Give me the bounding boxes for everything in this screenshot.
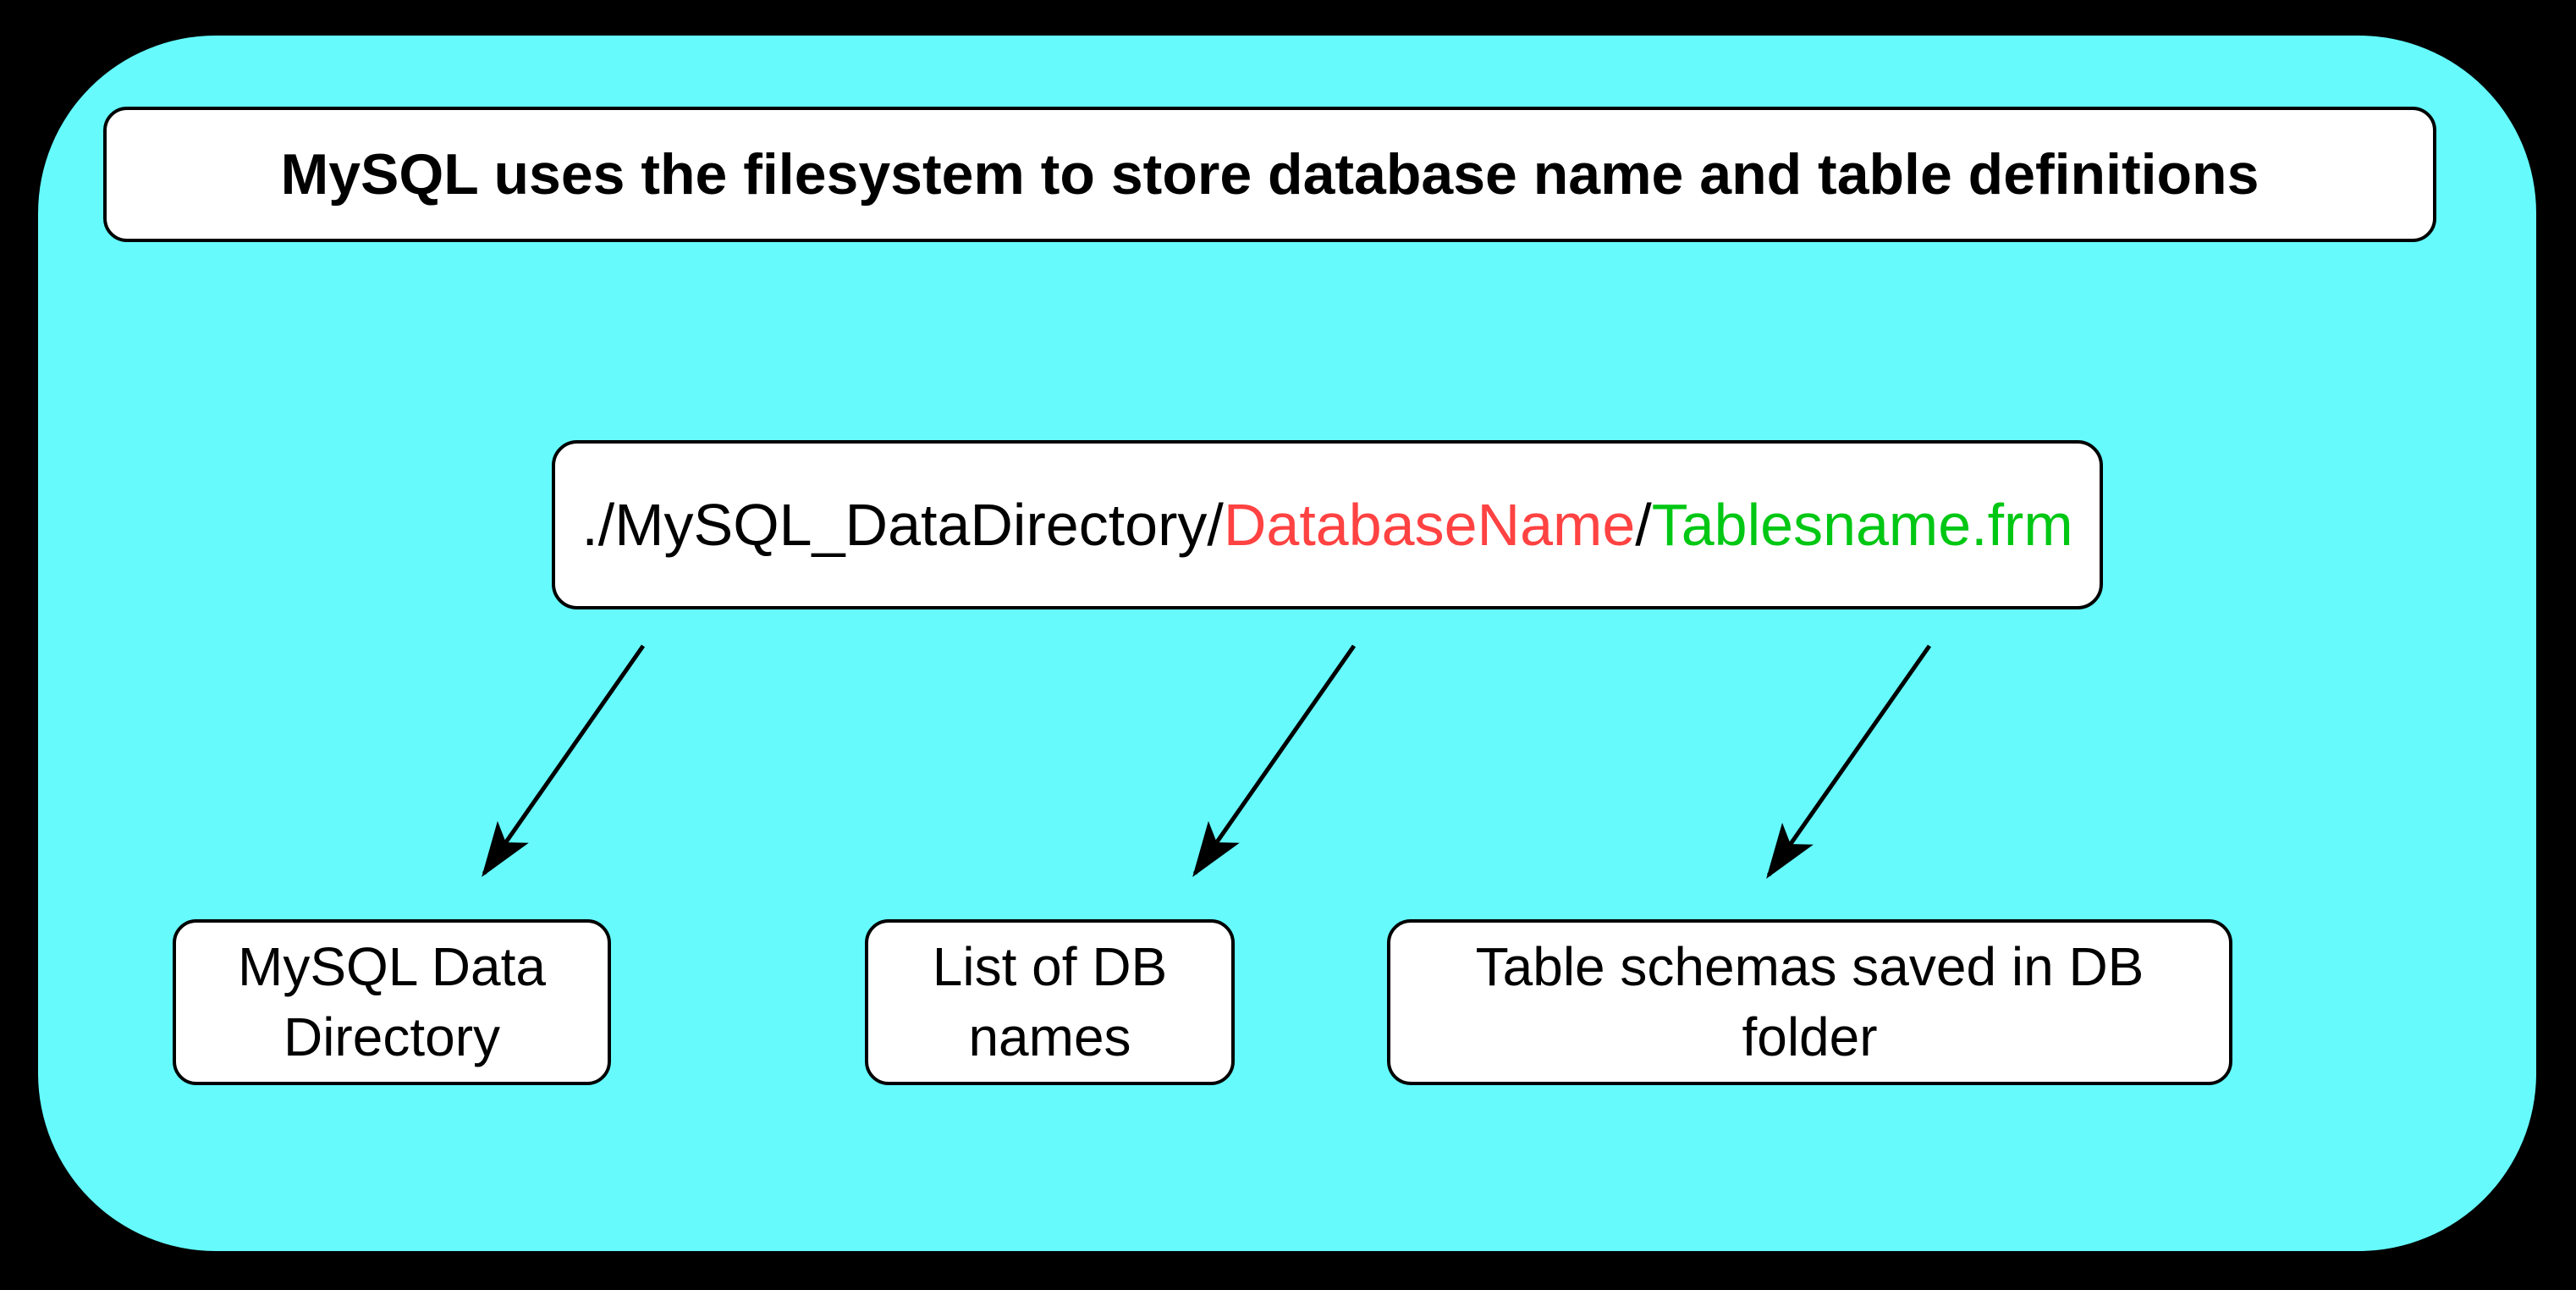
title-text: MySQL uses the filesystem to store datab… — [280, 142, 2260, 207]
node-table-schemas-saved-in-db-folder: Table schemas saved in DB folder — [1387, 919, 2232, 1085]
node-list-of-db-names: List of DB names — [865, 919, 1235, 1085]
path-prefix-text: ./MySQL_DataDirectory/ — [581, 492, 1224, 558]
path-separator-text: / — [1635, 492, 1652, 558]
node-label: Table schemas saved in DB folder — [1475, 935, 2144, 1067]
title-box: MySQL uses the filesystem to store datab… — [103, 107, 2436, 242]
path-table-filename-text: Tablesname.frm — [1651, 492, 2073, 558]
node-mysql-data-directory: MySQL Data Directory — [173, 919, 611, 1085]
node-label: List of DB names — [932, 935, 1168, 1067]
node-label: MySQL Data Directory — [238, 935, 546, 1067]
file-path-text: ./MySQL_DataDirectory/DatabaseName/Table… — [581, 491, 2072, 559]
path-database-name-text: DatabaseName — [1223, 492, 1636, 558]
file-path-box: ./MySQL_DataDirectory/DatabaseName/Table… — [552, 440, 2103, 609]
